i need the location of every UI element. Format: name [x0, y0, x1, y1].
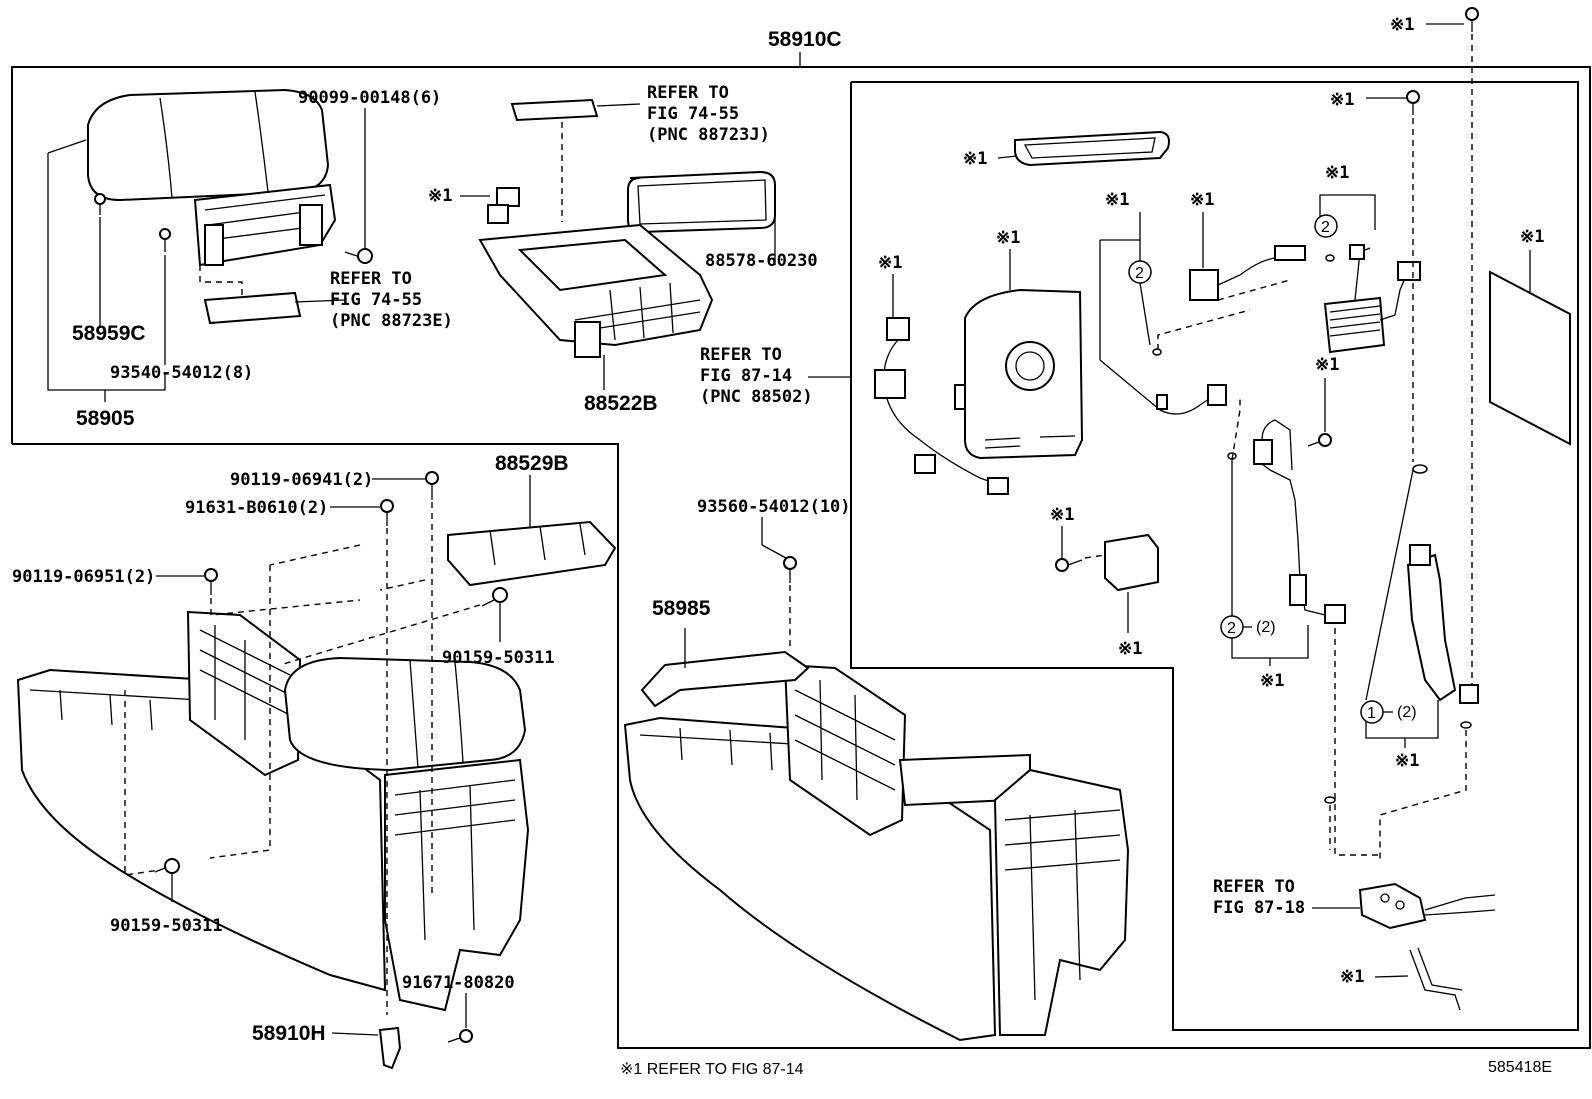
label-90159-50311-upper: 90159-50311 [442, 648, 555, 668]
wire-a [1156, 384, 1227, 415]
note-x1-relay: ※1 [1118, 639, 1142, 659]
note-x1-bolt-inner: ※1 [1330, 90, 1354, 110]
note-x1-wire-b: ※1 [1190, 190, 1214, 210]
bolt-90159-lower [154, 858, 180, 874]
bracket-58910H [378, 1026, 402, 1070]
bolt-top-right [1465, 7, 1479, 32]
note-x1-cable-screw: ※1 [1315, 355, 1339, 375]
label-91671-80820: 91671-80820 [402, 973, 515, 993]
ref-b-line3: (PNC 88723J) [647, 125, 770, 145]
ref-c-line3: (PNC 88502) [700, 387, 813, 407]
console-pad-88529B [447, 520, 617, 587]
wire-b [1189, 245, 1306, 301]
bezel-ring [1014, 130, 1170, 167]
note-x1-heater: ※1 [1325, 163, 1349, 183]
note-x1-hose: ※1 [1395, 751, 1419, 771]
label-58910H: 58910H [252, 1022, 326, 1045]
screw-91631-B0610 [380, 499, 394, 526]
console-box-88522B [478, 223, 714, 358]
rod-lower [1409, 947, 1463, 1011]
footnote: ※1 REFER TO FIG 87-14 [620, 1061, 804, 1078]
connector-small [487, 187, 520, 224]
note-x1-wire-a: ※1 [1105, 190, 1129, 210]
label-88529B: 88529B [495, 452, 569, 475]
ref-a-line2: FIG 74-55 [330, 290, 422, 310]
label-58985: 58985 [652, 597, 711, 620]
circle2-mark-c: 2 [1227, 620, 1236, 637]
screw-90119-06941 [425, 471, 439, 500]
label-90159-50311-lower: 90159-50311 [110, 916, 223, 936]
note-x1-connector: ※1 [428, 186, 452, 206]
cable-long [1253, 419, 1346, 624]
label-88578-60230: 88578-60230 [705, 251, 818, 271]
circle1-mark: 1 [1367, 705, 1376, 722]
diagram-id: 585418E [1488, 1059, 1552, 1076]
note-x1-harness: ※1 [878, 253, 902, 273]
label-88522B: 88522B [584, 392, 658, 415]
screw-90119-06951 [204, 568, 218, 595]
ref-a-line3: (PNC 88723E) [330, 311, 453, 331]
label-90119-06941: 90119-06941(2) [230, 470, 373, 490]
bolt-90159-upper [481, 587, 508, 607]
screw-cable [1307, 433, 1332, 447]
label-91631-B0610: 91631-B0610(2) [185, 498, 328, 518]
screw-93540 [159, 228, 171, 252]
insulation-pad [1489, 270, 1571, 446]
note-x1-pad: ※1 [1520, 227, 1544, 247]
note-x1-rod: ※1 [1340, 967, 1364, 987]
screw-93560 [783, 556, 797, 583]
label-58910C: 58910C [768, 28, 842, 51]
circle2-mark-a: 2 [1135, 265, 1144, 282]
armrest-pad [203, 291, 302, 325]
note-x1-bolt-top: ※1 [1390, 15, 1414, 35]
frame-outline [11, 66, 1591, 1049]
console-body-right [623, 663, 1130, 1042]
clip-58959C [94, 193, 106, 215]
qty-mark-c: (2) [1256, 619, 1276, 636]
module-panel [964, 288, 1084, 460]
mount-bracket [1358, 882, 1496, 930]
label-58959C: 58959C [72, 322, 146, 345]
label-93540-54012: 93540-54012(8) [110, 363, 253, 383]
ref-c-line1: REFER TO [700, 345, 782, 365]
bracket-58985 [640, 650, 810, 708]
bolt-90099 [344, 248, 373, 264]
ref-c-line2: FIG 87-14 [700, 366, 792, 386]
liner-mat [510, 98, 599, 122]
note-x1-bezel: ※1 [963, 149, 987, 169]
circle2-mark-b: 2 [1321, 219, 1330, 236]
heater-block: ※1 2 [1314, 163, 1421, 354]
label-90119-06951: 90119-06951(2) [12, 567, 155, 587]
relay-box [1055, 533, 1159, 592]
console-body-left [16, 610, 530, 1012]
ref-a-line1: REFER TO [330, 269, 412, 289]
note-x1-module: ※1 [996, 228, 1020, 248]
note-x1-relay-screw: ※1 [1050, 505, 1074, 525]
ref-d-line1: REFER TO [1213, 877, 1295, 897]
screw-91671-80820 [447, 1029, 473, 1043]
hose-bent [1406, 544, 1479, 704]
label-90099-00148: 90099-00148(6) [298, 88, 441, 108]
label-93560-54012: 93560-54012(10) [697, 497, 851, 517]
tray-88578 [627, 170, 776, 234]
ref-d-line2: FIG 87-18 [1213, 898, 1305, 918]
ref-b-line1: REFER TO [647, 83, 729, 103]
bolt-inner-top [1406, 90, 1420, 115]
armrest-lid-drawing [87, 88, 337, 267]
qty-mark-d: (2) [1397, 704, 1417, 721]
label-58905: 58905 [76, 407, 135, 430]
note-x1-cable: ※1 [1260, 671, 1284, 691]
ref-b-line2: FIG 74-55 [647, 104, 739, 124]
